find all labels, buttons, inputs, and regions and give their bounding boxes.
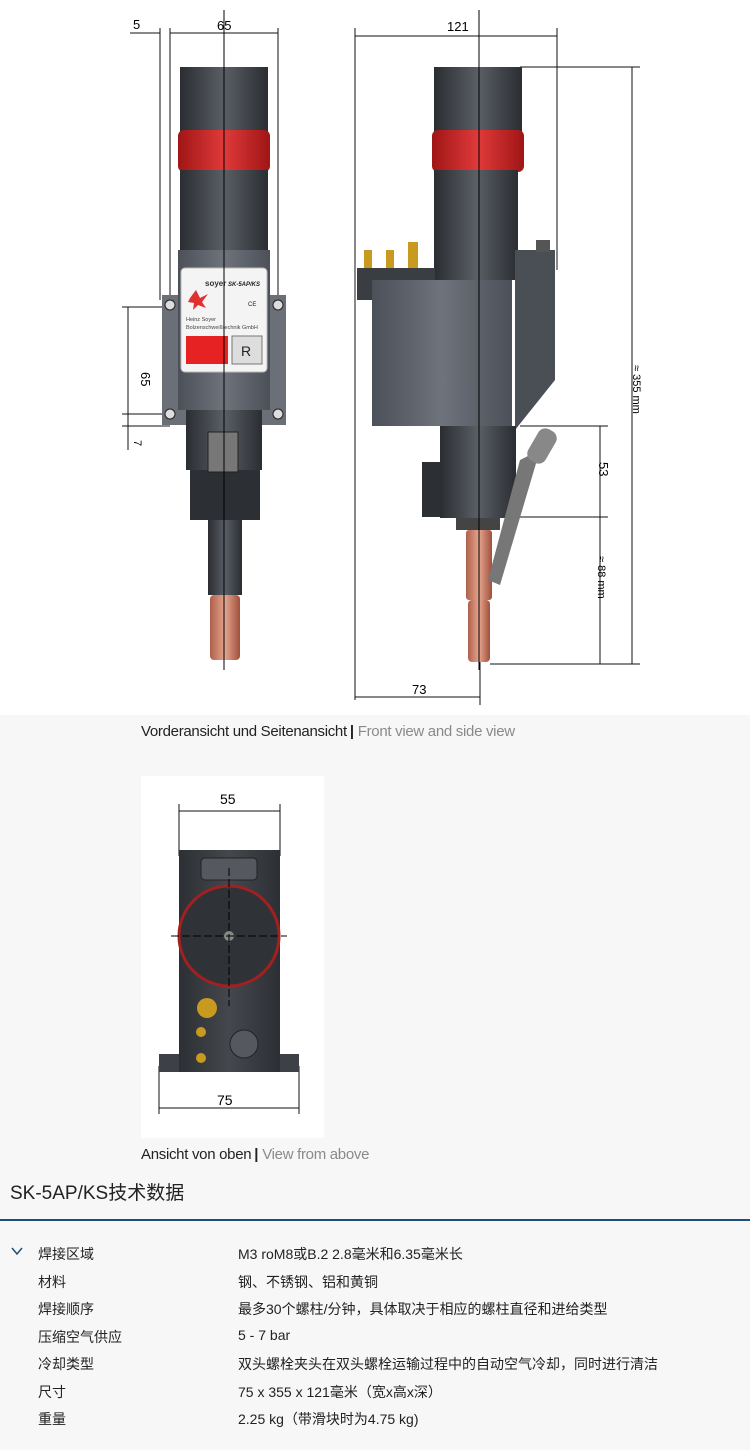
- spec-row: 冷却类型 双头螺栓夹头在双头螺栓运输过程中的自动空气冷却，同时进行清洁: [0, 1350, 750, 1378]
- dim-73: 73: [412, 682, 426, 697]
- caption-top: Ansicht von oben|View from above: [141, 1146, 369, 1163]
- caption-en: Front view and side view: [357, 723, 515, 740]
- dim-65-top: 65: [217, 18, 231, 33]
- spec-key: 焊接顺序: [38, 1301, 94, 1317]
- spec-value: 双头螺栓夹头在双头螺栓运输过程中的自动空气冷却，同时进行清洁: [238, 1356, 658, 1372]
- spec-row[interactable]: 焊接区域 M3 roM8或B.2 2.8毫米和6.35毫米长: [0, 1240, 750, 1268]
- technical-drawing-front-side: soyer SK-5AP/KS CE Heinz Soyer Bolzensch…: [122, 10, 642, 705]
- spec-key: 尺寸: [38, 1383, 66, 1400]
- caption-separator: |: [254, 1146, 259, 1163]
- plate-model: SK-5AP/KS: [228, 282, 260, 288]
- ce-mark: CE: [248, 302, 256, 308]
- spec-key: 冷却类型: [38, 1356, 94, 1372]
- spec-row: 焊接顺序 最多30个螺柱/分钟，具体取决于相应的螺柱直径和进给类型: [0, 1295, 750, 1323]
- spec-key: 重量: [38, 1411, 66, 1427]
- dim-5: 5: [133, 17, 140, 32]
- dim-53: 53: [596, 462, 611, 476]
- specs-title: SK-5AP/KS技术数据: [10, 1183, 185, 1204]
- caption-de: Vorderansicht und Seitenansicht: [141, 723, 347, 740]
- spec-value: 2.25 kg（带滑块时为4.75 kg): [238, 1411, 419, 1427]
- technical-drawing-top: 55 75: [158, 791, 300, 1114]
- spec-row: 材料 钢、不锈钢、铝和黄铜: [0, 1268, 750, 1296]
- caption-front-side: Vorderansicht und Seitenansicht|Front vi…: [141, 723, 515, 740]
- dim-88: ≈ 88 mm: [595, 556, 607, 599]
- caption-de: Ansicht von oben: [141, 1146, 252, 1163]
- specs-table: 焊接区域 M3 roM8或B.2 2.8毫米和6.35毫米长 材料 钢、不锈钢、铝和…: [0, 1240, 750, 1433]
- caption-separator: |: [349, 723, 354, 740]
- dim-355: ≈ 355 mm: [630, 365, 642, 414]
- spec-key: 材料: [38, 1273, 66, 1290]
- plate-company-2: Bolzenschweißtechnik GmbH: [186, 325, 258, 331]
- plate-r-mark: R: [241, 343, 251, 359]
- dim-55: 55: [220, 791, 236, 807]
- spec-value: 钢、不锈钢、铝和黄铜: [238, 1273, 378, 1290]
- spec-value: 75 x 355 x 121毫米（宽x高x深）: [238, 1383, 442, 1400]
- dim-65-left: 65: [138, 372, 153, 386]
- spec-row: 尺寸 75 x 355 x 121毫米（宽x高x深）: [0, 1378, 750, 1406]
- dim-75: 75: [217, 1092, 233, 1108]
- spec-row: 压缩空气供应 5 - 7 bar: [0, 1323, 750, 1351]
- spec-key: 焊接区域: [38, 1246, 94, 1262]
- spec-value: 5 - 7 bar: [238, 1326, 291, 1343]
- chevron-down-icon[interactable]: [10, 1244, 24, 1258]
- soyer-star-logo: [188, 290, 208, 310]
- spec-key: 压缩空气供应: [38, 1328, 122, 1345]
- spec-value: 最多30个螺柱/分钟，具体取决于相应的螺柱直径和进给类型: [238, 1301, 608, 1317]
- caption-en: View from above: [262, 1146, 370, 1163]
- front-side-view-drawing: soyer SK-5AP/KS CE Heinz Soyer Bolzensch…: [0, 0, 750, 715]
- spec-row: 重量 2.25 kg（带滑块时为4.75 kg): [0, 1405, 750, 1433]
- dim-7: 7: [131, 440, 143, 446]
- plate-brand: soyer: [205, 279, 226, 288]
- top-view-drawing: 55 75: [141, 776, 324, 1138]
- section-divider: [0, 1219, 750, 1221]
- dim-121: 121: [447, 19, 469, 34]
- plate-company-1: Heinz Soyer: [186, 317, 216, 323]
- spec-value: M3 roM8或B.2 2.8毫米和6.35毫米长: [238, 1246, 463, 1262]
